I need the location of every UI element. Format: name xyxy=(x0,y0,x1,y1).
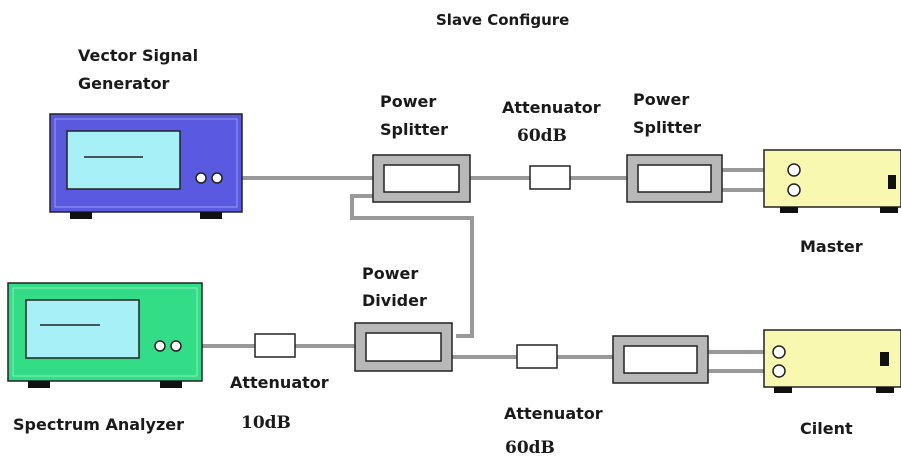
vector-signal-generator xyxy=(49,113,243,219)
master-port-icon xyxy=(787,183,801,197)
diagram-title: Slave Configure xyxy=(436,11,569,29)
cable-splitter1-to-divider xyxy=(350,194,474,338)
attenuator-left-label-line1: Attenuator xyxy=(230,373,329,392)
splitter1-label-line2: Splitter xyxy=(380,120,448,139)
client-device xyxy=(763,329,901,393)
cables xyxy=(186,168,788,373)
divider-label-line2: Divider xyxy=(362,291,427,310)
master-label: Master xyxy=(800,237,863,256)
power-splitter-3 xyxy=(612,335,709,384)
attenuator-bottom xyxy=(516,344,558,369)
splitter1-label-line1: Power xyxy=(380,92,436,111)
divider-label-line1: Power xyxy=(362,264,418,283)
power-splitter-1 xyxy=(372,154,471,203)
attenuator-bottom-label-line1: Attenuator xyxy=(504,404,603,423)
client-port-icon xyxy=(772,345,786,359)
attenuator-top-label-line1: Attenuator xyxy=(502,98,601,117)
master-port-icon xyxy=(787,163,801,177)
vsg-port-icon xyxy=(211,172,223,184)
spectrum-analyzer xyxy=(7,282,203,388)
power-splitter-2 xyxy=(626,154,723,203)
spectrum-label: Spectrum Analyzer xyxy=(13,415,184,434)
attenuator-top xyxy=(529,165,571,190)
client-label: Cilent xyxy=(800,419,853,438)
master-device xyxy=(763,149,901,213)
attenuator-bottom-label-line2: 60dB xyxy=(505,438,555,458)
attenuator-top-label-line2: 60dB xyxy=(517,126,567,146)
spectrum-port-icon xyxy=(170,340,182,352)
splitter2-label-line1: Power xyxy=(633,90,689,109)
attenuator-left-label-line2: 10dB xyxy=(241,413,291,433)
attenuator-left xyxy=(254,333,296,358)
power-divider xyxy=(354,322,453,372)
client-port-icon xyxy=(772,364,786,378)
splitter2-label-line2: Splitter xyxy=(633,118,701,137)
spectrum-port-icon xyxy=(154,340,166,352)
vsg-label-line2: Generator xyxy=(78,74,170,93)
vsg-label-line1: Vector Signal xyxy=(78,46,198,65)
vsg-port-icon xyxy=(195,172,207,184)
